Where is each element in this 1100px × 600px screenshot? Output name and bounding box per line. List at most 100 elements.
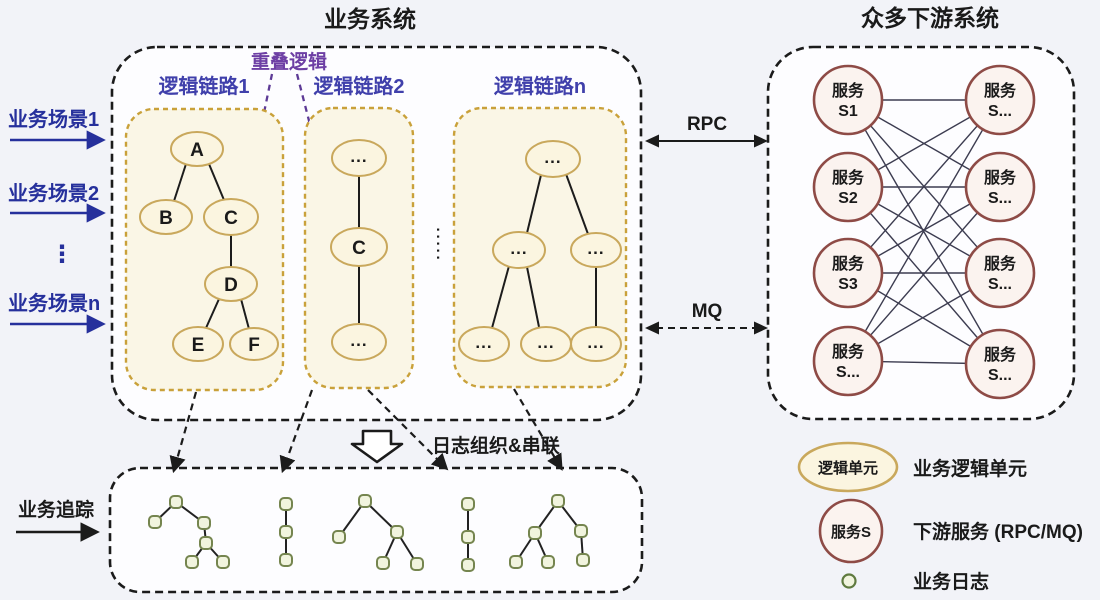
service-s1-line2: S1	[838, 103, 858, 120]
scenario-ellipsis: ⋮	[50, 241, 74, 268]
link	[847, 186, 1001, 365]
service-r3-line1: 服务	[984, 254, 1017, 273]
scenario-list: 业务场景1 业务场景2 ⋮ 业务场景n	[8, 107, 106, 334]
edge-l-ll	[491, 265, 510, 329]
legend-log-desc: 业务日志	[913, 570, 989, 593]
chain-n: ... ... ... ... ... ...	[452, 106, 628, 389]
log-node	[576, 553, 590, 567]
node-a-label: A	[190, 140, 204, 161]
service-r1-line2: S...	[988, 103, 1012, 120]
edge-root-l	[526, 174, 542, 234]
service-r4-line2: S...	[988, 367, 1012, 384]
log-node	[461, 558, 475, 572]
link	[847, 99, 1001, 365]
service-s3-line2: S3	[838, 276, 858, 293]
log-node	[376, 556, 390, 570]
service-r2-line1: 服务	[984, 168, 1017, 187]
node-c2	[330, 227, 388, 267]
overlap-logic-label: 重叠逻辑	[251, 50, 327, 73]
service-left-column: 服务 S1 服务 S2 服务 S3 服务 S...	[812, 64, 884, 397]
service-sx-line2: S...	[836, 364, 860, 381]
log-node	[185, 555, 199, 569]
service-s1-circle	[812, 64, 884, 136]
service-r3-line2: S...	[988, 276, 1012, 293]
node-l-label: ...	[510, 239, 527, 258]
mini-tree-3	[332, 494, 424, 571]
service-r4-circle	[964, 328, 1036, 400]
chain-2: ... C ...	[303, 106, 415, 390]
node-rc-label: ...	[587, 333, 604, 352]
log-node	[509, 555, 523, 569]
legend-logic-unit-symbol-label: 逻辑单元	[818, 459, 878, 477]
node-d-label: D	[224, 275, 238, 296]
edge-l-lr	[526, 266, 540, 328]
node-root-label: ...	[544, 148, 561, 167]
node-rc	[570, 326, 622, 362]
log-node	[216, 555, 230, 569]
log-node	[279, 497, 293, 511]
node-f	[229, 327, 279, 361]
node-ll-label: ...	[475, 333, 492, 352]
node-top-label: ...	[350, 147, 367, 166]
mq-arrowhead-right	[754, 321, 768, 335]
node-c2-label: C	[352, 238, 366, 259]
node-e-label: E	[192, 335, 205, 356]
log-node	[574, 524, 588, 538]
node-c	[203, 198, 259, 236]
service-s3-line1: 服务	[832, 254, 865, 273]
service-r4-line1: 服务	[984, 345, 1017, 364]
service-r1-line1: 服务	[984, 81, 1017, 100]
log-arrow-1	[169, 391, 198, 474]
service-r1-circle	[964, 64, 1036, 136]
service-r2-line2: S...	[988, 190, 1012, 207]
log-node	[199, 536, 213, 550]
service-r3-circle	[964, 237, 1036, 309]
log-node	[528, 526, 542, 540]
more-chains-ellipsis: ·····	[429, 228, 446, 263]
node-b	[139, 199, 193, 235]
legend-service-symbol-label: 服务S	[831, 523, 871, 541]
edge-a-b	[173, 163, 187, 202]
node-f-label: F	[248, 335, 260, 356]
chain-n-label: 逻辑链路n	[494, 74, 586, 98]
log-node	[358, 494, 372, 508]
node-l	[492, 231, 546, 269]
service-s2-circle	[812, 151, 884, 223]
mini-tree-2	[279, 497, 293, 567]
node-e	[172, 326, 224, 362]
mq-label: MQ	[692, 301, 723, 322]
node-a	[170, 131, 224, 167]
scenario-n-label: 业务场景n	[8, 291, 100, 315]
downstream-systems-title: 众多下游系统	[861, 5, 999, 31]
service-s1-line1: 服务	[832, 81, 865, 100]
link	[847, 186, 1001, 362]
edge-root-r	[565, 173, 589, 235]
rpc-arrowhead-right	[754, 134, 768, 148]
rpc-connection: RPC	[645, 114, 768, 148]
log-node	[541, 555, 555, 569]
log-dashed-arrows	[169, 388, 563, 474]
chain-1-label: 逻辑链路1	[158, 74, 249, 98]
mq-arrowhead-left	[645, 321, 659, 335]
node-c-label: C	[224, 208, 238, 229]
service-s3-circle	[812, 237, 884, 309]
legend-logic-unit-symbol	[797, 441, 899, 493]
chain-2-label: 逻辑链路2	[313, 74, 404, 98]
node-bottom-label: ...	[350, 331, 367, 350]
trace-label: 业务追踪	[18, 498, 94, 521]
scenario-2-label: 业务场景2	[8, 181, 99, 205]
edge-d-e	[205, 298, 220, 329]
link	[847, 99, 1001, 362]
node-r	[570, 232, 622, 268]
mini-tree-4	[461, 497, 475, 572]
log-arrow-2	[279, 389, 314, 474]
log-node	[279, 553, 293, 567]
log-flow-label: 日志组织&串联	[432, 434, 560, 457]
chain-1-box	[124, 107, 285, 392]
edge-d-f	[240, 298, 250, 330]
node-lr-label: ...	[537, 333, 554, 352]
node-ll	[458, 326, 510, 362]
down-arrow-icon	[350, 429, 404, 464]
